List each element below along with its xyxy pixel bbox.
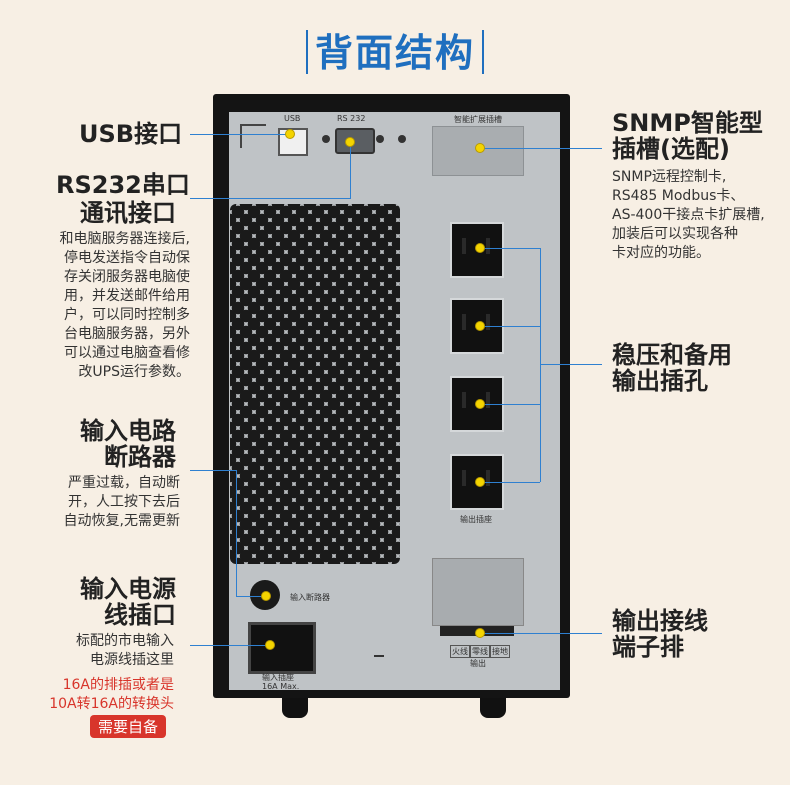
output-callout-dot-2	[476, 322, 484, 330]
output-callout-line-2	[480, 326, 540, 327]
power-label-line2: 线插口	[104, 601, 176, 629]
input-socket-rating: 16A Max.	[262, 682, 300, 691]
usb-port-label: USB	[284, 114, 301, 123]
snmp-slot-label: 智能扩展插槽	[454, 115, 502, 124]
terminal-label-line1: 输出接线	[612, 607, 708, 635]
output-label-line1: 稳压和备用	[612, 341, 732, 369]
self-supply-badge: 需要自备	[90, 715, 167, 738]
snmp-callout-line	[480, 148, 602, 149]
breaker-label-line1: 输入电路	[80, 417, 176, 445]
output-callout-dot-4	[476, 478, 484, 486]
cabinet-foot-right	[480, 698, 506, 718]
output-label-line2: 输出插孔	[612, 367, 708, 395]
snmp-label-line1: SNMP智能型	[612, 109, 763, 137]
output-callout-line-main	[540, 364, 602, 365]
terminal-callout-dot	[476, 629, 484, 637]
panel-screw	[398, 135, 406, 143]
rs232-callout-dot	[346, 138, 354, 146]
output-callout-bus	[540, 248, 541, 482]
breaker-callout-line-h2	[236, 596, 266, 597]
power-label-line1: 输入电源	[80, 575, 176, 603]
snmp-desc: SNMP远程控制卡, RS485 Modbus卡、 AS-400干接点卡扩展槽,…	[612, 169, 765, 261]
terminal-label-line2: 端子排	[612, 633, 684, 661]
input-socket-label: 输入插座	[262, 673, 294, 682]
usb-callout-dot	[286, 130, 294, 138]
usb-label: USB接口	[79, 120, 183, 148]
input-breaker-label: 输入断路器	[290, 593, 330, 602]
terminal-callout-line	[480, 633, 602, 634]
rs232-callout-line-h	[190, 198, 351, 199]
output-callout-line-4	[480, 482, 540, 483]
snmp-callout-dot	[476, 144, 484, 152]
rs232-port-label: RS 232	[337, 114, 366, 123]
power-callout-line	[190, 645, 270, 646]
terminal-cover[interactable]	[432, 558, 524, 626]
output-callout-dot-1	[476, 244, 484, 252]
breaker-label-line2: 断路器	[104, 443, 176, 471]
breaker-desc: 严重过载，自动断 开，人工按下去后 自动恢复,无需更新	[63, 475, 180, 529]
output-callout-dot-3	[476, 400, 484, 408]
terminal-ground-label: 接地	[490, 645, 510, 658]
power-callout-dot	[266, 641, 274, 649]
breaker-callout-line-h1	[190, 470, 236, 471]
rs232-screw-left	[322, 135, 330, 143]
ground-symbol-icon	[374, 645, 384, 657]
rs232-screw-right	[376, 135, 384, 143]
breaker-callout-line-v	[236, 470, 237, 596]
usb-callout-line	[190, 134, 290, 135]
corner-bracket	[240, 124, 266, 148]
snmp-label-line2: 插槽(选配)	[612, 135, 730, 163]
breaker-callout-dot	[262, 592, 270, 600]
terminal-output-label: 输出	[470, 659, 486, 668]
rs232-label-line1: RS232串口	[56, 171, 190, 199]
terminal-neutral-label: 零线	[470, 645, 490, 658]
page-title: 背面结构	[314, 31, 475, 75]
rs232-desc: 和电脑服务器连接后, 停电发送指令自动保 存关闭服务器电脑使 用，并发送邮件给用…	[59, 231, 190, 380]
output-callout-line-3	[480, 404, 540, 405]
power-warning: 16A的排插或者是 10A转16A的转换头	[49, 677, 174, 712]
rs232-port[interactable]	[335, 128, 375, 154]
cabinet-foot-left	[282, 698, 308, 718]
usb-port[interactable]	[278, 128, 308, 156]
rs232-callout-line-v	[350, 142, 351, 199]
terminal-fire-label: 火线	[450, 645, 470, 658]
power-desc: 标配的市电输入 电源线插这里	[76, 633, 174, 668]
vent-grille	[230, 204, 400, 564]
output-callout-line-1	[480, 248, 540, 249]
rs232-label-line2: 通讯接口	[80, 199, 176, 227]
input-power-socket[interactable]	[248, 622, 316, 674]
title-left-bar	[306, 30, 308, 74]
title-right-bar	[482, 30, 484, 74]
output-socket-label: 输出插座	[460, 515, 492, 524]
